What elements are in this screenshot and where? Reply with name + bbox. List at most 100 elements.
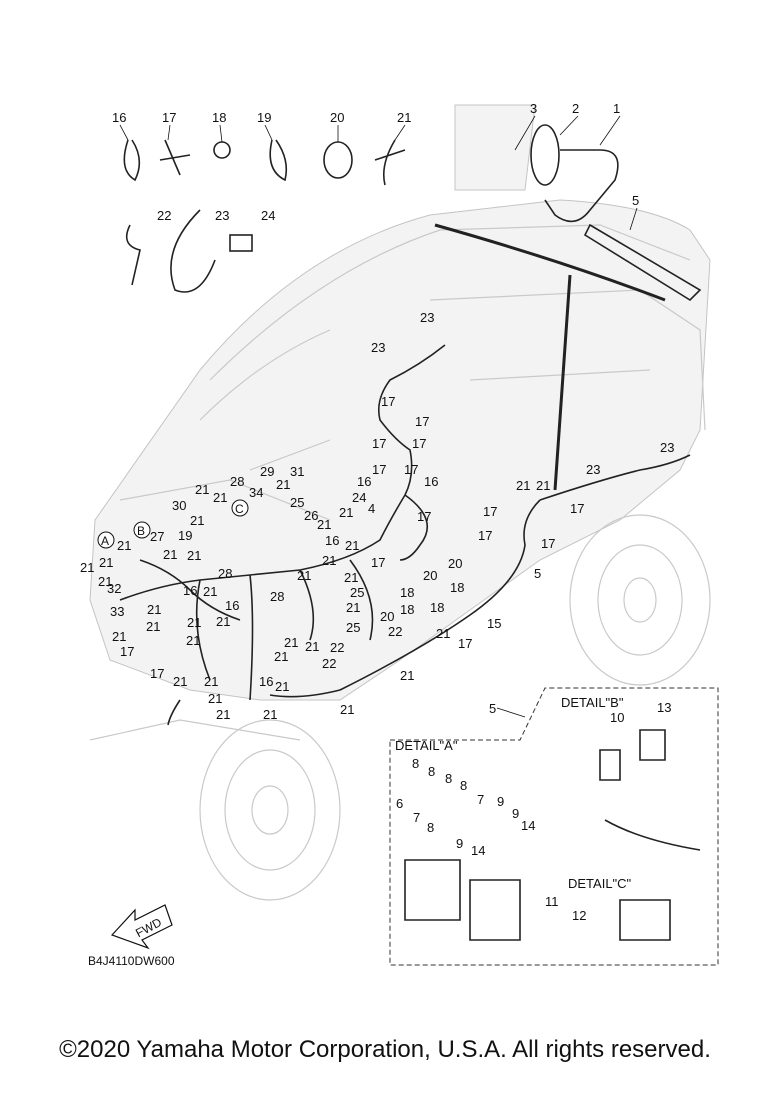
svg-text:5: 5: [534, 566, 541, 581]
svg-text:17: 17: [372, 436, 386, 451]
svg-text:18: 18: [400, 585, 414, 600]
svg-text:15: 15: [487, 616, 501, 631]
svg-text:23: 23: [586, 462, 600, 477]
svg-text:13: 13: [657, 700, 671, 715]
svg-text:4: 4: [368, 501, 375, 516]
svg-text:26: 26: [304, 508, 318, 523]
svg-text:5: 5: [489, 701, 496, 716]
svg-text:21: 21: [80, 560, 94, 575]
callout-a: A: [97, 531, 115, 549]
svg-text:32: 32: [107, 581, 121, 596]
callout-b: B: [133, 521, 151, 539]
part-number: 23: [215, 208, 229, 223]
svg-text:29: 29: [260, 464, 274, 479]
svg-text:31: 31: [290, 464, 304, 479]
diagram-code: B4J4110DW600: [88, 954, 175, 968]
svg-text:28: 28: [230, 474, 244, 489]
detail-a-title: DETAIL"A": [395, 738, 458, 753]
svg-text:17: 17: [417, 509, 431, 524]
svg-text:24: 24: [352, 490, 366, 505]
copyright-notice: ©2020 Yamaha Motor Corporation, U.S.A. A…: [59, 1036, 711, 1063]
svg-text:21: 21: [216, 707, 230, 722]
part-number: 24: [261, 208, 275, 223]
svg-text:17: 17: [371, 555, 385, 570]
svg-text:17: 17: [415, 414, 429, 429]
svg-text:8: 8: [412, 756, 419, 771]
svg-text:11: 11: [545, 894, 559, 909]
svg-text:21: 21: [146, 619, 160, 634]
svg-text:22: 22: [388, 624, 402, 639]
svg-text:12: 12: [572, 908, 586, 923]
svg-text:21: 21: [436, 626, 450, 641]
svg-text:8: 8: [460, 778, 467, 793]
svg-text:9: 9: [497, 794, 504, 809]
svg-text:21: 21: [305, 639, 319, 654]
svg-text:21: 21: [195, 482, 209, 497]
svg-text:17: 17: [483, 504, 497, 519]
svg-text:33: 33: [110, 604, 124, 619]
part-number: 20: [330, 110, 344, 125]
svg-text:B: B: [137, 524, 145, 538]
svg-text:25: 25: [350, 585, 364, 600]
svg-text:18: 18: [400, 602, 414, 617]
part-number: 19: [257, 110, 271, 125]
svg-text:17: 17: [381, 394, 395, 409]
svg-text:21: 21: [322, 553, 336, 568]
svg-text:9: 9: [456, 836, 463, 851]
part-number: 22: [157, 208, 171, 223]
svg-text:28: 28: [270, 589, 284, 604]
svg-text:21: 21: [213, 490, 227, 505]
part-labels: 16 17 18 19 20 21 22 23 24 1 2 3 5 23 23…: [80, 101, 674, 923]
part-number: 3: [530, 101, 537, 116]
svg-text:18: 18: [430, 600, 444, 615]
svg-text:18: 18: [450, 580, 464, 595]
svg-text:16: 16: [424, 474, 438, 489]
svg-text:16: 16: [259, 674, 273, 689]
part-number: 1: [613, 101, 620, 116]
svg-text:21: 21: [99, 555, 113, 570]
svg-text:21: 21: [204, 674, 218, 689]
svg-text:21: 21: [516, 478, 530, 493]
svg-text:A: A: [101, 534, 109, 548]
svg-text:20: 20: [380, 609, 394, 624]
detail-box: [389, 687, 719, 966]
svg-text:21: 21: [345, 538, 359, 553]
svg-text:34: 34: [249, 485, 263, 500]
svg-text:23: 23: [371, 340, 385, 355]
main-harness: [119, 344, 691, 726]
svg-text:21: 21: [163, 547, 177, 562]
svg-text:21: 21: [284, 635, 298, 650]
part-number: 18: [212, 110, 226, 125]
part-number: 2: [572, 101, 579, 116]
svg-text:21: 21: [216, 614, 230, 629]
svg-text:16: 16: [325, 533, 339, 548]
svg-text:9: 9: [512, 806, 519, 821]
svg-text:30: 30: [172, 498, 186, 513]
svg-text:25: 25: [290, 495, 304, 510]
wiring-diagram: FWD A B C DETAIL"A" DETAIL"B" DETAIL"C" …: [80, 101, 719, 968]
svg-text:21: 21: [173, 674, 187, 689]
svg-text:7: 7: [413, 810, 420, 825]
svg-text:23: 23: [420, 310, 434, 325]
svg-text:21: 21: [275, 679, 289, 694]
svg-text:21: 21: [263, 707, 277, 722]
svg-text:21: 21: [317, 517, 331, 532]
svg-text:20: 20: [423, 568, 437, 583]
svg-text:17: 17: [478, 528, 492, 543]
svg-text:21: 21: [536, 478, 550, 493]
svg-text:21: 21: [186, 633, 200, 648]
svg-text:8: 8: [427, 820, 434, 835]
svg-text:21: 21: [187, 615, 201, 630]
svg-text:21: 21: [117, 538, 131, 553]
svg-text:21: 21: [276, 477, 290, 492]
svg-text:25: 25: [346, 620, 360, 635]
detail-b-title: DETAIL"B": [561, 695, 624, 710]
svg-text:21: 21: [208, 691, 222, 706]
svg-text:16: 16: [357, 474, 371, 489]
svg-text:14: 14: [521, 818, 535, 833]
svg-text:16: 16: [225, 598, 239, 613]
svg-text:21: 21: [346, 600, 360, 615]
leader-lines: [119, 115, 638, 231]
sensor-inset: [434, 104, 702, 491]
svg-text:21: 21: [98, 574, 112, 589]
